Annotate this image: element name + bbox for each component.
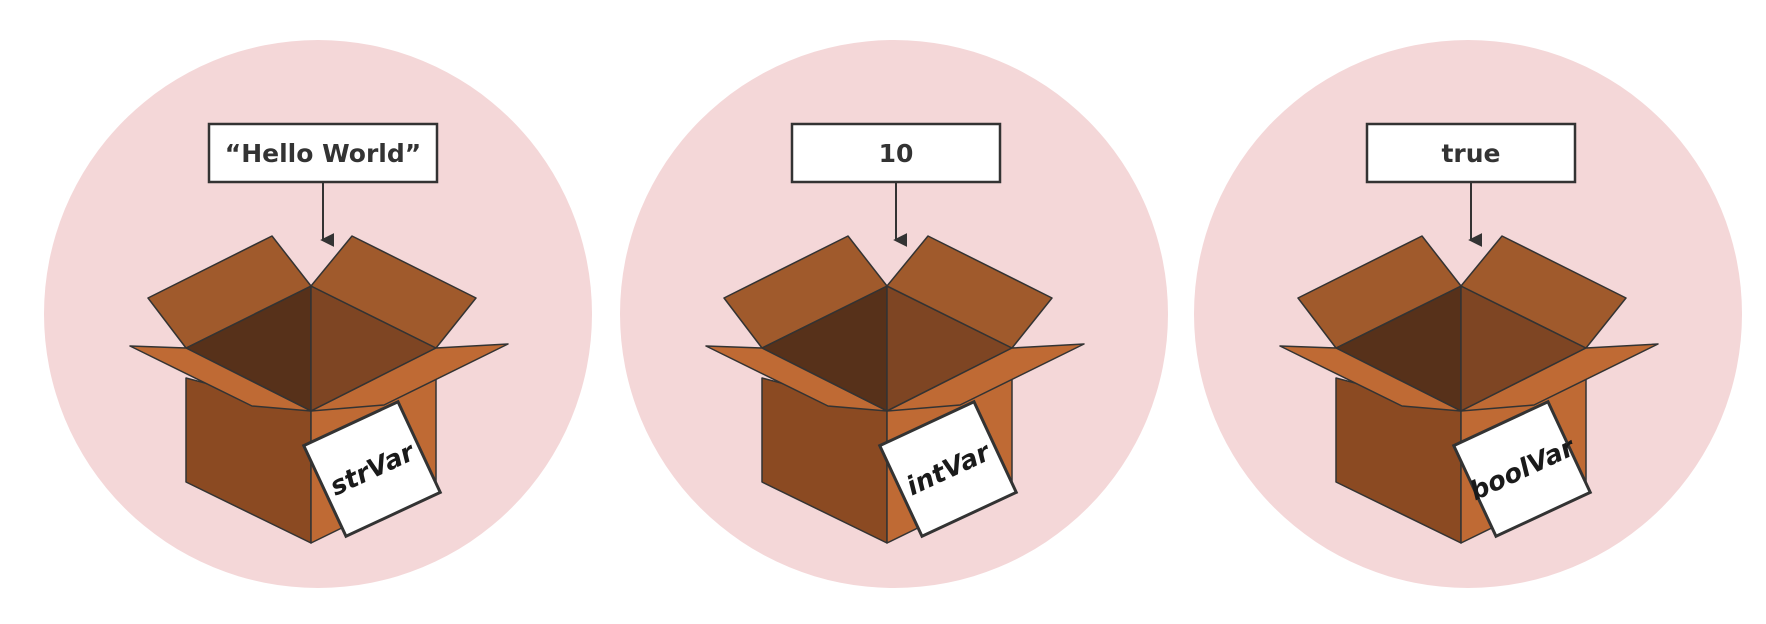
box-label-card: boolVar [1451, 399, 1593, 539]
value-box [1365, 122, 1577, 184]
box-flap-back-right [886, 235, 1053, 349]
box-flap-back-left [1297, 235, 1462, 349]
value-text: true [1441, 139, 1500, 168]
box-label-card: strVar [301, 399, 443, 539]
open-box-icon: intVar [705, 235, 1085, 544]
box-flap-back-left [147, 235, 312, 349]
box-flap-back-right [310, 235, 477, 349]
open-box-icon: boolVar [1279, 235, 1659, 544]
box-flap-back-left [723, 235, 888, 349]
variable-panel-1: strVar “Hello World” [44, 40, 592, 588]
open-box-icon: strVar [129, 235, 509, 544]
label-card-background [877, 399, 1019, 539]
box-flap-front-right [1460, 343, 1659, 412]
box-label-card: intVar [877, 399, 1019, 539]
value-callout: 10 [790, 122, 1002, 247]
value-box [790, 122, 1002, 184]
value-text: 10 [879, 139, 914, 168]
value-box [207, 122, 439, 184]
value-callout: true [1365, 122, 1577, 247]
box-flap-back-right [1460, 235, 1627, 349]
variable-panel-3: boolVar true [1194, 40, 1742, 588]
box-flap-front-right [310, 343, 509, 412]
label-card-background [1451, 399, 1593, 539]
box-flap-front-right [886, 343, 1085, 412]
label-card-background [301, 399, 443, 539]
value-text: “Hello World” [225, 139, 421, 168]
value-callout: “Hello World” [207, 122, 439, 247]
variable-panel-2: intVar 10 [620, 40, 1168, 588]
